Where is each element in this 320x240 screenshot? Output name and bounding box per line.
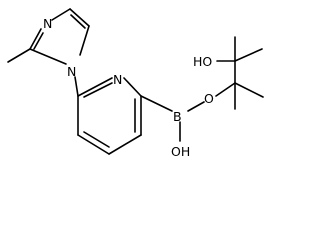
bond-cquat1-methyl-right [234,82,264,98]
bond-npy-c2 [123,77,142,97]
bond-n3-c4 [51,8,71,21]
bond-c6-npy [77,77,113,97]
bond-c4-c5py [77,134,110,155]
atom-label-boronic-oh: OH [171,144,190,159]
bond-n1-c2 [29,48,67,65]
bond-c4-c5py-double [83,131,110,148]
bond-c2-boron [140,95,173,112]
bond-methyl-c2 [7,48,31,63]
atom-label-pinacol-ho: HO [193,54,212,69]
bond-c2-n3-double [33,32,44,50]
bond-c4-c5-double [70,14,86,29]
bond-cquat2-methyl-right [234,48,263,62]
atom-label-imidazole-n3: N [43,16,52,31]
bond-n1-pyridine-c6 [74,76,79,97]
bond-c6-npy-double [83,82,113,98]
atom-label-pyridine-n: N [113,72,122,87]
bond-c4-c5 [69,8,90,27]
bond-c2-n3 [29,28,42,50]
atom-label-ester-o: O [204,91,214,106]
atom-label-imidazole-n1: N [67,64,76,79]
bond-c3-c4 [108,134,142,155]
chemical-structure-diagram: N N N B OH O HO [7,8,264,159]
atom-label-boron: B [173,109,182,124]
bond-o-cquat1 [215,82,236,97]
bond-c5-n1 [79,25,90,56]
bond-boron-o [187,101,205,112]
